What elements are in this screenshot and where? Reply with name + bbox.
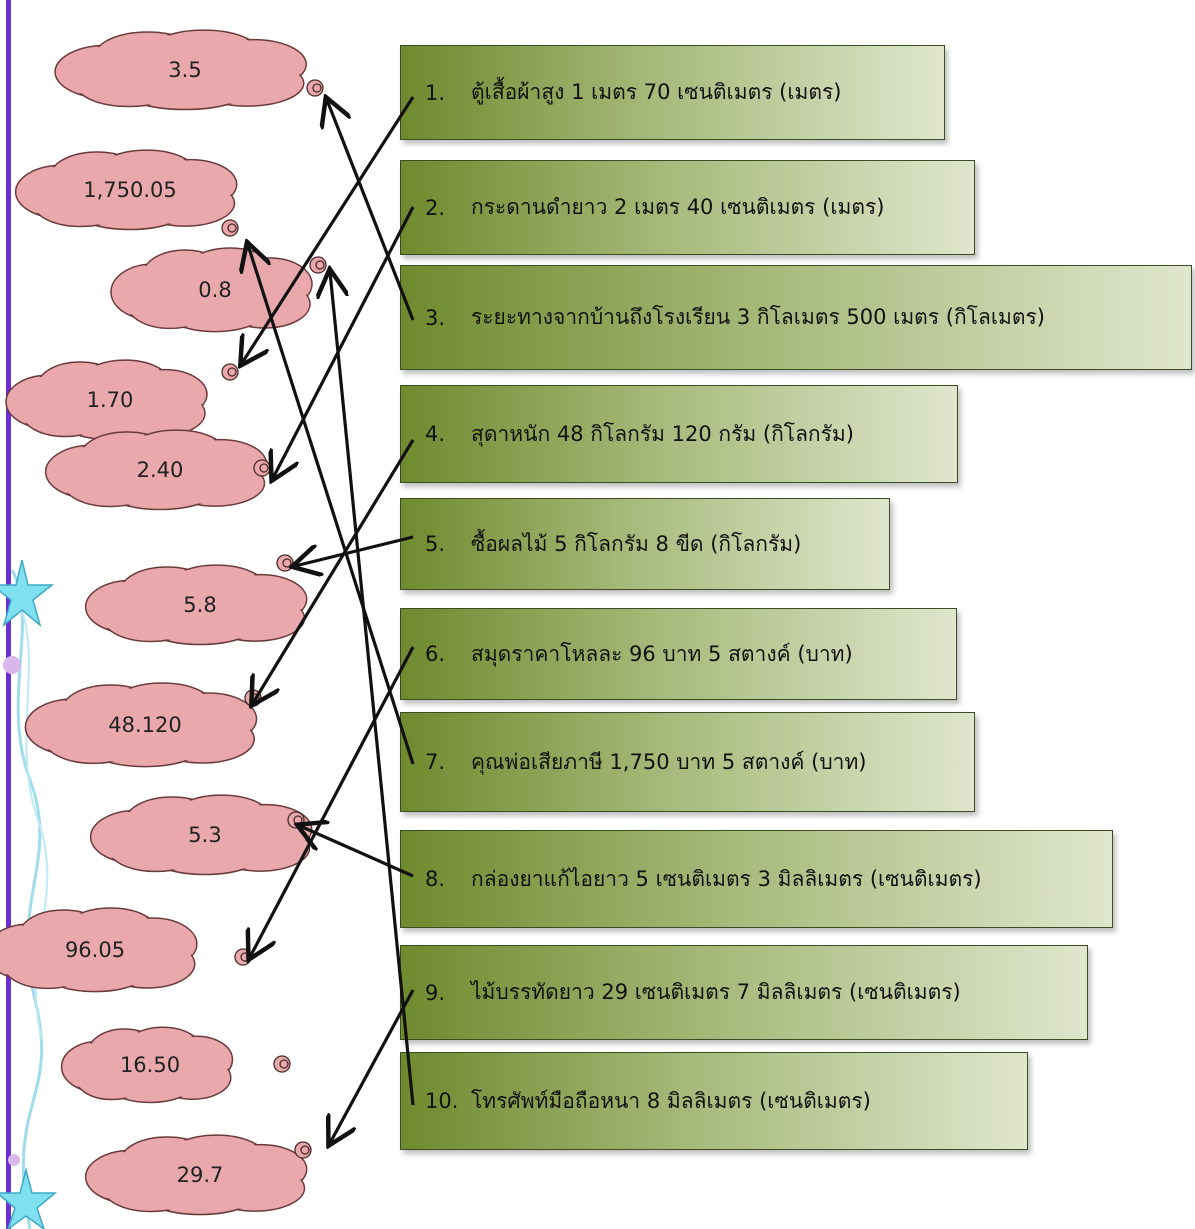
question-text: ระยะทางจากบ้านถึงโรงเรียน 3 กิโลเมตร 500… [471, 305, 1045, 329]
cloud-shape [5, 359, 208, 441]
cloud-value-label: 1.70 [86, 388, 134, 412]
cloud-value-label: 3.5 [168, 58, 202, 82]
question-number: 2. [425, 195, 446, 220]
question-number: 1. [425, 80, 446, 105]
star-icon [0, 559, 55, 628]
cloud-value-label: 1,750.05 [83, 178, 177, 202]
cloud-value-label: 0.8 [198, 278, 232, 302]
question-number: 9. [425, 980, 446, 1005]
cloud-shape [54, 29, 307, 111]
cloud-shape [60, 1026, 234, 1104]
answer-arrow [253, 439, 415, 703]
cloud-shape [0, 907, 198, 993]
question-box: 1. ตู้เสื้อผ้าสูง 1 เมตร 70 เซนติเมตร (เม… [400, 45, 945, 140]
cloud-shape [84, 1134, 308, 1216]
answer-arrow [327, 100, 415, 321]
answer-arrow [242, 96, 415, 363]
question-box: 7. คุณพ่อเสียภาษี 1,750 บาท 5 สตางค์ (บาท… [400, 712, 975, 812]
question-box: 8. กล่องยาแก้ไอยาว 5 เซนติเมตร 3 มิลลิเมต… [400, 830, 1113, 928]
question-text: กล่องยาแก้ไอยาว 5 เซนติเมตร 3 มิลลิเมตร … [471, 866, 982, 891]
question-box: 3. ระยะทางจากบ้านถึงโรงเรียน 3 กิโลเมตร 5… [400, 265, 1192, 370]
bead-icon [3, 656, 21, 674]
question-number: 10. [425, 1089, 459, 1113]
cloud-value-label: 29.7 [176, 1163, 224, 1187]
question-text: ตู้เสื้อผ้าสูง 1 เมตร 70 เซนติเมตร (เมตร… [471, 80, 842, 104]
question-number: 3. [425, 305, 446, 330]
question-box: 9. ไม้บรรทัดยาว 29 เซนติเมตร 7 มิลลิเมตร … [400, 945, 1088, 1040]
cloud-shape [14, 149, 238, 231]
bead-icon [8, 1154, 20, 1166]
thought-bubble-icon [227, 223, 237, 233]
answer-arrow [295, 535, 414, 566]
cloud-shape [24, 682, 258, 768]
cloud-shape [110, 247, 313, 333]
cloud-value-label: 2.40 [136, 458, 184, 482]
cloud-value-label: 48.120 [108, 713, 182, 737]
answer-arrow [330, 989, 415, 1143]
cloud-value-label: 16.50 [119, 1053, 181, 1077]
question-text: คุณพ่อเสียภาษี 1,750 บาท 5 สตางค์ (บาท) [471, 749, 867, 774]
cloud-value-label: 96.05 [64, 938, 126, 962]
cloud-value-label: 5.8 [183, 593, 217, 617]
question-text: ไม้บรรทัดยาว 29 เซนติเมตร 7 มิลลิเมตร (เ… [471, 980, 961, 1004]
question-number: 5. [425, 532, 446, 556]
question-box: 2. กระดานดำยาว 2 เมตร 40 เซนติเมตร (เมตร) [400, 160, 975, 255]
thought-bubble-icon [300, 1145, 310, 1155]
question-text: สุดาหนัก 48 กิโลกรัม 120 กรัม (กิโลกรัม) [471, 421, 854, 446]
question-number: 4. [425, 422, 446, 446]
answer-arrow [300, 826, 414, 878]
thought-bubble-icon [259, 463, 269, 473]
cloud-shape [84, 564, 308, 646]
question-box: 10. โทรศัพท์มือถือหนา 8 มิลลิเมตร (เซนติเ… [400, 1052, 1028, 1150]
question-box: 5. ซื้อผลไม้ 5 กิโลกรัม 8 ขีด (กิโลกรัม) [400, 498, 890, 590]
question-number: 7. [425, 750, 446, 774]
question-number: 8. [425, 867, 446, 891]
star-icon [0, 1167, 58, 1229]
question-box: 4. สุดาหนัก 48 กิโลกรัม 120 กรัม (กิโลกรั… [400, 385, 958, 483]
answer-arrow [273, 206, 415, 478]
cloud-value-label: 5.3 [188, 823, 222, 847]
cloud-shape [44, 429, 268, 511]
answer-arrow [250, 646, 415, 957]
thought-bubble-icon [227, 367, 237, 377]
thought-bubble-icon [279, 1059, 289, 1069]
answer-arrow [330, 272, 415, 1106]
question-box: 6. สมุดราคาโหลละ 96 บาท 5 สตางค์ (บาท) [400, 608, 957, 700]
answer-arrow [248, 245, 415, 765]
thought-bubble-icon [312, 83, 322, 93]
question-text: ซื้อผลไม้ 5 กิโลกรัม 8 ขีด (กิโลกรัม) [471, 531, 802, 556]
question-number: 6. [425, 642, 446, 666]
question-text: กระดานดำยาว 2 เมตร 40 เซนติเมตร (เมตร) [471, 195, 885, 219]
cloud-shape [89, 794, 313, 876]
question-text: สมุดราคาโหลละ 96 บาท 5 สตางค์ (บาท) [471, 641, 853, 666]
question-text: โทรศัพท์มือถือหนา 8 มิลลิเมตร (เซนติเมตร… [471, 1088, 871, 1113]
